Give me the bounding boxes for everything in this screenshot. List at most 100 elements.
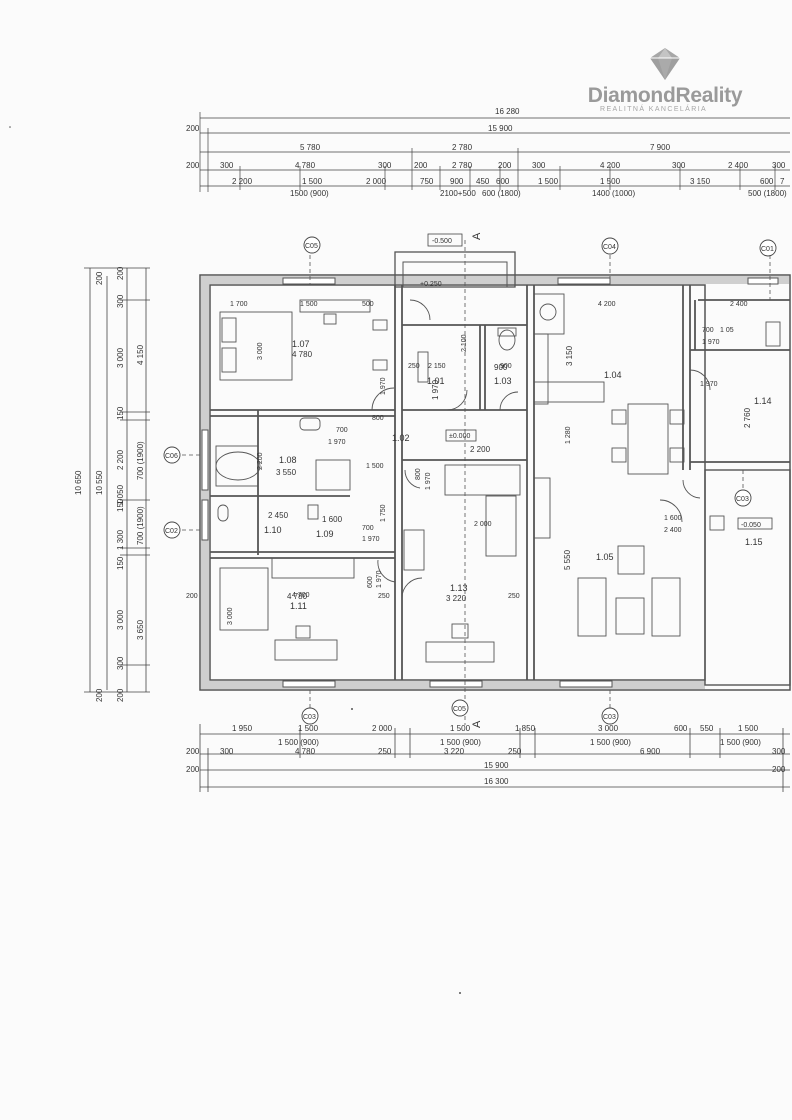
dim-b3: 250 [378, 747, 392, 756]
dim-r4: 4 200 [600, 161, 621, 170]
inner-dim: 700 [702, 327, 714, 334]
elevation-labels: -0.500 ±0.000 +0.250 -0.050 [420, 233, 773, 530]
dim-r5: 1 500 [302, 177, 323, 186]
room-104: 1.04 [604, 370, 622, 380]
inner-dim: 2 400 [730, 301, 748, 308]
inner-dim: 3 000 [227, 607, 234, 625]
wall-type-label: C06 [165, 453, 178, 460]
dim-b1: 1 500 [298, 724, 319, 733]
elevation-entrance: -0.500 [432, 238, 452, 245]
dim-left-outer: 10 650 [74, 470, 83, 495]
dim-b2: 1 500 (900) [720, 738, 761, 747]
dim-left-open: 3 650 [136, 619, 145, 640]
dim-left-inner: 200 [116, 688, 125, 702]
dim-b2: 1 500 (900) [278, 738, 319, 747]
room-108-area: 3 550 [276, 468, 297, 477]
inner-dim: 2 400 [664, 527, 682, 534]
inner-dimension-labels: 1 700 1 500 500 3 000 2 150 250 2 100 1 … [186, 301, 748, 625]
dim-b4: 200 [186, 765, 200, 774]
dim-left-inner: 3 000 [116, 347, 125, 368]
dim-r5: 2 200 [232, 177, 253, 186]
dim-r4: 200 [186, 161, 200, 170]
section-markers: A A [471, 232, 483, 728]
dim-b4: 15 900 [484, 761, 509, 770]
inner-dim: 1 970 [425, 472, 432, 490]
logo-name: DiamondReality [587, 84, 743, 107]
inner-dim: 900 [500, 363, 512, 370]
dim-r5: 750 [420, 177, 434, 186]
dim-left-inner: 300 [116, 656, 125, 670]
room-113: 1.13 [450, 583, 468, 593]
dim-b3: 6 900 [640, 747, 661, 756]
dim-top-b: 2 780 [452, 143, 473, 152]
dim-b2: 1 500 (900) [440, 738, 481, 747]
wall-type-label: C05 [305, 243, 318, 250]
dim-r5: 3 150 [690, 177, 711, 186]
room-113-area: 3 220 [446, 594, 467, 603]
inner-dim: 250 [508, 593, 520, 600]
dim-r4: 200 [414, 161, 428, 170]
room-109: 1.09 [316, 529, 334, 539]
dim-left-inner: 1 300 [116, 529, 125, 550]
bottom-dimension-texts: 1 950 1 500 2 000 1 500 1 850 3 000 600 … [186, 724, 786, 786]
dim-r4: 300 [672, 161, 686, 170]
dim-b1: 550 [700, 724, 714, 733]
dim-r4: 300 [378, 161, 392, 170]
room-108: 1.08 [279, 455, 297, 465]
inner-dim: 700 [336, 427, 348, 434]
elevation-terrace: -0.050 [741, 522, 761, 529]
furniture [215, 293, 781, 663]
room-107-area: 4 780 [292, 350, 313, 359]
scan-specks [9, 126, 461, 994]
dim-b3: 4 780 [295, 747, 316, 756]
inner-dim: 1 970 [702, 339, 720, 346]
section-a-bottom: A [471, 720, 483, 728]
dim-r5: 1 500 [538, 177, 559, 186]
dim-b4: 200 [772, 765, 786, 774]
dim-b1: 600 [674, 724, 688, 733]
section-lines [175, 240, 771, 725]
inner-dim: 4 200 [598, 301, 616, 308]
inner-dim: 200 [186, 593, 198, 600]
inner-dim: 1 750 [380, 504, 387, 522]
dim-left-inner: 3 000 [116, 609, 125, 630]
room-102: 1.02 [392, 433, 410, 443]
dim-r6: 1400 (1000) [592, 189, 635, 198]
dim-left-outer2: 10 550 [95, 470, 104, 495]
dim-b1: 1 950 [232, 724, 253, 733]
section-a-top: A [471, 232, 483, 240]
inner-dim: 600 [367, 576, 374, 588]
top-dimension-lines [199, 112, 790, 192]
dim-b2: 1 500 (900) [590, 738, 631, 747]
logo-subtitle: REALITNÁ KANCELÁRIA [600, 106, 708, 113]
dim-left-inner: 200 [95, 271, 104, 285]
inner-dim: 800 [415, 468, 422, 480]
windows [201, 277, 779, 688]
dim-b5: 16 300 [484, 777, 509, 786]
inner-dim: 250 [378, 593, 390, 600]
dim-r5: 450 [476, 177, 490, 186]
wall-type-label: C04 [603, 244, 616, 251]
dim-left-inner: 150 [116, 498, 125, 512]
inner-dim: 4 700 [292, 592, 310, 599]
dim-r6: 1500 (900) [290, 189, 329, 198]
dim-b3: 3 220 [444, 747, 465, 756]
dim-b3: 250 [508, 747, 522, 756]
dim-b1: 1 500 [738, 724, 759, 733]
dim-r4: 300 [532, 161, 546, 170]
dim-left-inner: 300 [116, 294, 125, 308]
dim-r4: 300 [220, 161, 234, 170]
dim-r4: 2 780 [452, 161, 473, 170]
inner-dim: 1 600 [664, 515, 682, 522]
dim-left-inner: 200 [95, 688, 104, 702]
inner-dim: 500 [362, 301, 374, 308]
room-114: 1.14 [754, 396, 772, 406]
dim-top-total: 16 280 [495, 107, 520, 116]
dim-r5: 900 [450, 177, 464, 186]
left-dimension-texts: 10 650 10 550 200 200 300 3 000 150 2 20… [74, 266, 145, 702]
room-105-area: 5 550 [563, 549, 572, 570]
room-114-area: 2 760 [743, 407, 752, 428]
room-110-area: 2 450 [268, 511, 289, 520]
inner-dim: 2 200 [257, 452, 264, 470]
